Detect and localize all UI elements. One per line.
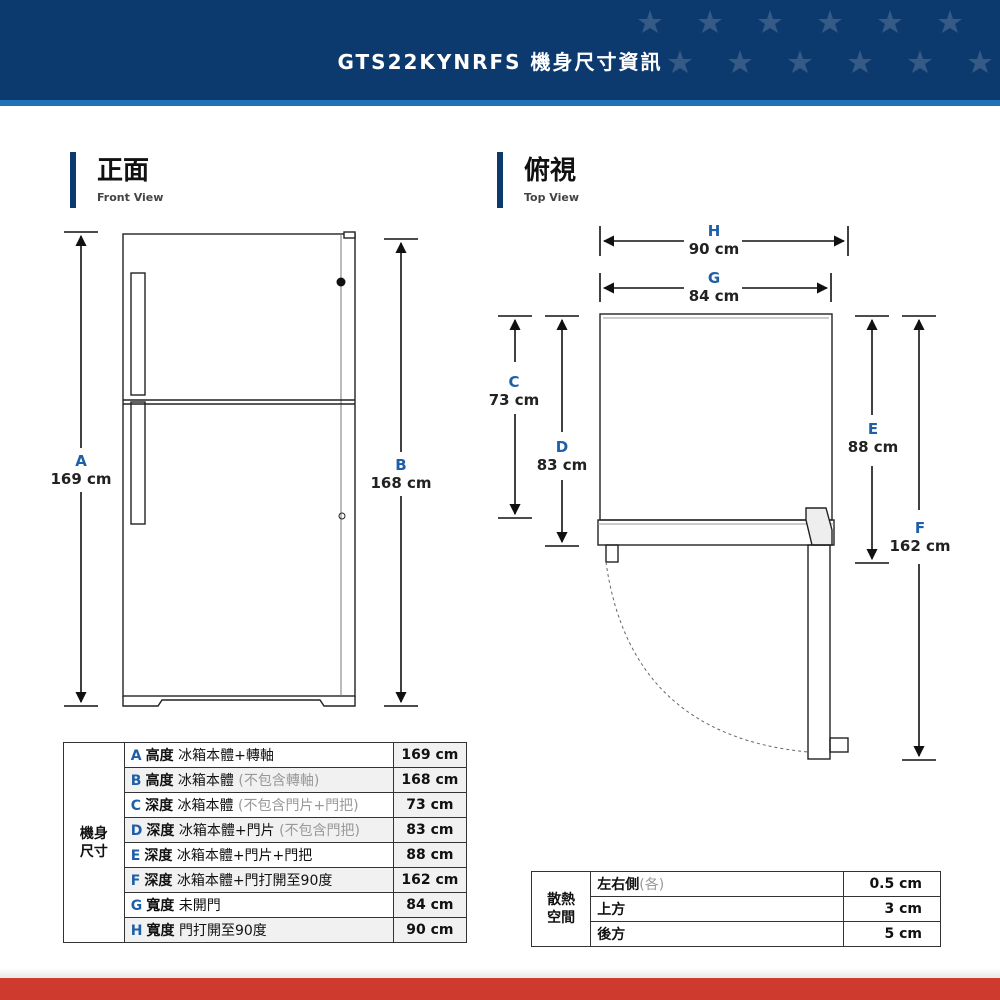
dimension-value: 162 cm [889, 537, 951, 555]
dimension-letter: G [707, 269, 721, 287]
table-group-label: 機身尺寸 [63, 742, 125, 943]
front-view-title: 正面 [97, 156, 150, 186]
dimension-label-d: D 83 cm [517, 438, 607, 474]
fridge-front-outline [122, 231, 356, 707]
stars-decoration [638, 10, 992, 73]
dimension-letter: D [555, 438, 569, 456]
top-view-title: 俯視 [524, 156, 577, 186]
table-row: 上方 3 cm [532, 896, 941, 922]
table-row-value: 5 cm [842, 921, 941, 947]
table-group-label: 散熱空間 [530, 871, 592, 947]
clearance-table: 散熱空間 左右側(各) 0.5 cm 上方 3 cm 後方 5 cm [530, 871, 941, 947]
dimension-line-c [498, 315, 532, 519]
dimension-line-b [384, 238, 418, 707]
dimension-label-g: G 84 cm [669, 269, 759, 305]
front-view-marker [70, 152, 76, 208]
table-row: 散熱空間 左右側(各) 0.5 cm [530, 871, 941, 947]
table-row-value: 3 cm [842, 896, 941, 922]
dimension-letter: A [75, 452, 87, 470]
dimension-value: 84 cm [688, 287, 740, 305]
front-view-subtitle: Front View [97, 191, 164, 204]
table-row-label: 後方 [590, 921, 844, 947]
dimension-line-g [599, 273, 832, 302]
dimension-value: 168 cm [370, 474, 432, 492]
table-row-value: 84 cm [392, 892, 468, 918]
table-row-label: 上方 [590, 896, 844, 922]
dimension-value: 83 cm [536, 456, 588, 474]
table-row-value: 0.5 cm [842, 871, 941, 897]
dimension-value: 90 cm [688, 240, 740, 258]
dimension-value: 169 cm [50, 470, 112, 488]
table-row-value: 83 cm [392, 817, 468, 843]
dimension-label-f: F 162 cm [875, 519, 965, 555]
dimension-line-f [902, 315, 936, 761]
dimension-line-h [599, 226, 849, 256]
dimension-line-a [64, 231, 98, 707]
table-row-value: 169 cm [392, 742, 468, 768]
dimension-value: 88 cm [847, 438, 899, 456]
table-row-value: 162 cm [392, 867, 468, 893]
table-row-value: 168 cm [392, 767, 468, 793]
dimension-letter: B [395, 456, 407, 474]
lock-knob [336, 277, 346, 287]
dimension-letter: F [914, 519, 926, 537]
table-row-value: 88 cm [392, 842, 468, 868]
door-button [338, 512, 346, 520]
footer-band [0, 968, 1000, 978]
dimension-letter: C [508, 373, 520, 391]
door-swing-arc [605, 561, 809, 753]
top-view-marker [497, 152, 503, 208]
top-view-subtitle: Top View [524, 191, 580, 204]
table-row-value: 73 cm [392, 792, 468, 818]
footer-red-stripe [0, 978, 1000, 1000]
table-row: 後方 5 cm [532, 921, 941, 947]
dimension-line-d [545, 315, 579, 547]
table-row-label: 左右側(各) [590, 871, 844, 897]
dimension-label-e: E 88 cm [828, 420, 918, 456]
header-accent-line [0, 100, 1000, 106]
page-title: GTS22KYNRFS 機身尺寸資訊 [337, 50, 663, 74]
dimension-line-e [855, 315, 889, 564]
dimension-letter: E [867, 420, 879, 438]
page-header: GTS22KYNRFS 機身尺寸資訊 [0, 0, 1000, 106]
fridge-top-outline [597, 313, 849, 760]
dimension-letter: H [707, 222, 721, 240]
dimension-label-h: H 90 cm [669, 222, 759, 258]
dimension-label-b: B 168 cm [356, 456, 446, 492]
table-row-value: 90 cm [392, 917, 468, 943]
dimension-value: 73 cm [488, 391, 540, 409]
dimension-label-c: C 73 cm [469, 373, 559, 409]
dimension-label-a: A 169 cm [36, 452, 126, 488]
